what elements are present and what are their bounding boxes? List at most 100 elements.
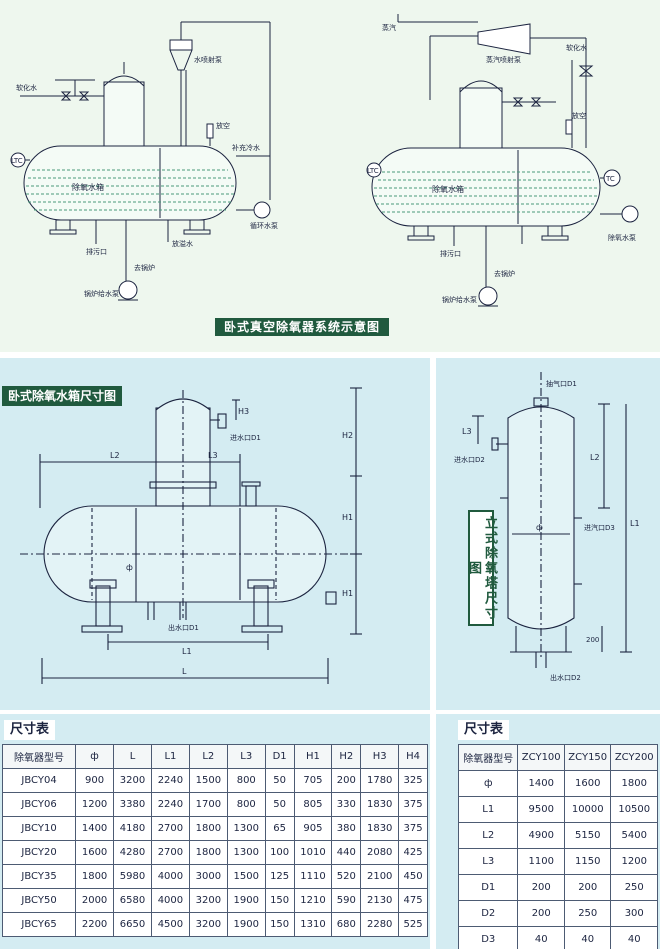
- table-cell: 40: [563, 926, 612, 949]
- left-tank: [23, 145, 237, 221]
- table-cell: 1210: [293, 888, 333, 913]
- table-cell: 1400: [75, 816, 115, 841]
- table-cell: 200: [517, 900, 565, 927]
- table-cell: 590: [331, 888, 362, 913]
- label-left-ltc: LTC: [11, 157, 23, 165]
- table2-header-cell: ZCY150: [563, 744, 612, 771]
- table-cell: D2: [457, 900, 519, 927]
- table1-header-cell: H4: [398, 744, 428, 769]
- table-cell: 325: [398, 768, 428, 793]
- table-cell: 100: [264, 840, 295, 865]
- table-cell: 150: [264, 912, 295, 937]
- table-cell: 900: [75, 768, 115, 793]
- label-left-overflow: 放溢水: [172, 239, 193, 248]
- horizontal-drawing-section: H3 进水口D1 H2 L2 L3 H1 ф H1 出水口D1 L1 L 卧式除…: [0, 358, 430, 710]
- table1-header-cell: H3: [360, 744, 400, 769]
- label-exhaust-d1: 抽气口D1: [546, 379, 577, 388]
- table-cell: 9500: [517, 796, 565, 823]
- table-cell: L2: [457, 822, 519, 849]
- table-cell: 4900: [517, 822, 565, 849]
- label-v-l3: L3: [462, 427, 472, 436]
- table-cell: D3: [457, 926, 519, 949]
- table2-header-cell: 除氧器型号: [457, 744, 519, 771]
- label-l3: L3: [208, 451, 218, 460]
- table-cell: 1800: [188, 840, 228, 865]
- horizontal-size-table-section: 尺寸表 除氧器型号 ф L L1 L2 L3 D1 H1 H2 H3 H4 JB…: [0, 714, 430, 949]
- table-cell: 1900: [226, 912, 266, 937]
- table-cell: 375: [398, 792, 428, 817]
- left-boiler-feed-pump: [118, 280, 138, 300]
- left-circulation-pump: [253, 201, 271, 219]
- table-cell: 800: [226, 768, 266, 793]
- table-cell: 1010: [293, 840, 333, 865]
- label-left-boiler-feed-pump: 锅炉给水泵: [84, 289, 119, 298]
- table2-header-cell: ZCY200: [610, 744, 658, 771]
- table-cell: 2200: [75, 912, 115, 937]
- label-right-deaerator-tank: 除氧水箱: [432, 184, 464, 194]
- table-cell: 1400: [517, 770, 565, 797]
- label-v-l1: L1: [630, 519, 640, 528]
- label-l1: L1: [182, 647, 192, 656]
- table-cell: 1200: [75, 792, 115, 817]
- right-tank-water: [374, 171, 598, 213]
- table-cell: 50: [264, 792, 295, 817]
- table-cell: 1310: [293, 912, 333, 937]
- table-cell: ф: [457, 770, 519, 797]
- table-cell: 1900: [226, 888, 266, 913]
- table-cell: JBCY06: [1, 792, 77, 817]
- right-vent: [565, 119, 573, 135]
- table-cell: 4280: [113, 840, 152, 865]
- table-cell: 525: [398, 912, 428, 937]
- table-cell: 3000: [188, 864, 228, 889]
- label-left-to-boiler: 去锅炉: [134, 263, 155, 272]
- right-boiler-feed-pump: [478, 286, 498, 306]
- table-cell: 1150: [563, 848, 612, 875]
- table-cell: 150: [264, 888, 295, 913]
- label-h1-upper: H1: [342, 513, 353, 522]
- table-cell: 2100: [360, 864, 400, 889]
- label-right-ltc: LTC: [367, 167, 379, 175]
- table-cell: 200: [517, 874, 565, 901]
- table-cell: 2700: [150, 840, 190, 865]
- table-cell: JBCY50: [1, 888, 77, 913]
- table-cell: 1830: [360, 792, 400, 817]
- table-cell: 2130: [360, 888, 400, 913]
- table-cell: 40: [517, 926, 565, 949]
- table-cell: 375: [398, 816, 428, 841]
- table-cell: 2240: [150, 768, 190, 793]
- label-left-vent: 放空: [216, 121, 230, 130]
- table-cell: 1500: [226, 864, 266, 889]
- table-cell: 65: [264, 816, 295, 841]
- table1-header-cell: L: [113, 744, 152, 769]
- table-cell: 1500: [188, 768, 228, 793]
- table-cell: 10500: [610, 796, 658, 823]
- label-right-drain: 排污口: [440, 249, 461, 258]
- vertical-drawing-title: 立式除氧塔尺寸图: [466, 510, 497, 626]
- table-cell: 2240: [150, 792, 190, 817]
- left-vent: [206, 123, 214, 139]
- table-cell: 200: [331, 768, 362, 793]
- table-cell: 1800: [188, 816, 228, 841]
- table-cell: 330: [331, 792, 362, 817]
- table-cell: JBCY10: [1, 816, 77, 841]
- left-tank-water: [26, 169, 234, 211]
- table1-title: 尺寸表: [4, 720, 56, 740]
- table-cell: 1600: [563, 770, 612, 797]
- table-cell: 805: [293, 792, 333, 817]
- table-cell: 705: [293, 768, 333, 793]
- table-cell: 450: [398, 864, 428, 889]
- table1-header-cell: L2: [188, 744, 228, 769]
- table-cell: 2700: [150, 816, 190, 841]
- table-cell: JBCY65: [1, 912, 77, 937]
- horizontal-size-table: 除氧器型号 ф L L1 L2 L3 D1 H1 H2 H3 H4 JBCY04…: [1, 744, 428, 937]
